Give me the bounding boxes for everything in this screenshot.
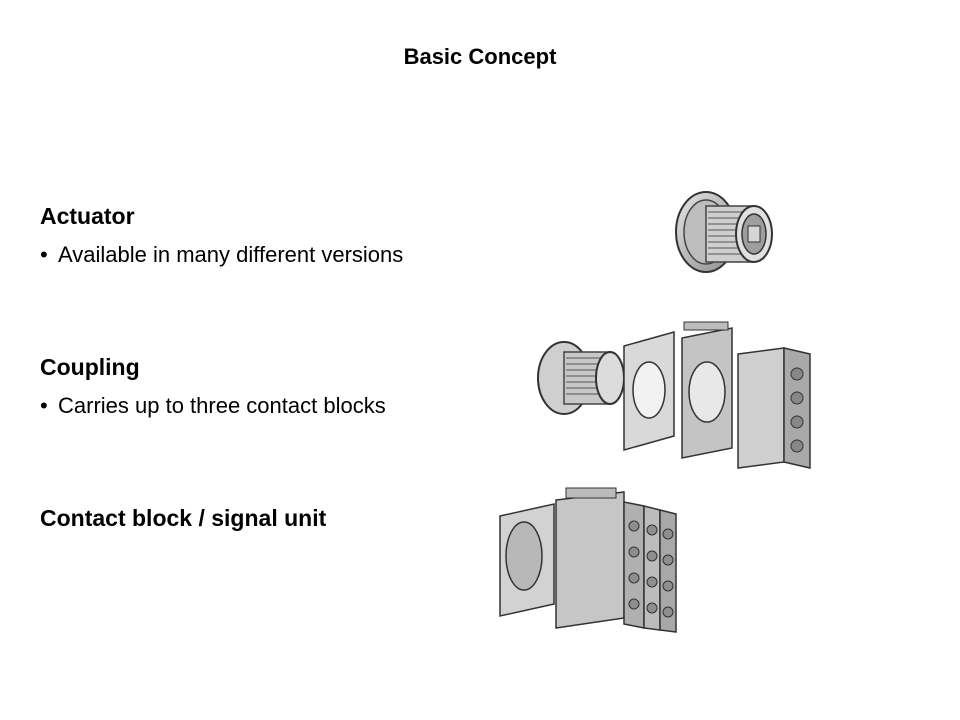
bullet-glyph: • [40, 242, 48, 267]
bullet-glyph: • [40, 393, 48, 418]
section-heading-actuator: Actuator [40, 203, 135, 229]
actuator-image [668, 186, 788, 276]
section-heading-coupling: Coupling [40, 354, 140, 380]
bullet-text: Available in many different versions [58, 242, 404, 267]
slide-title: Basic Concept [403, 44, 557, 69]
contact-block-assembly-image [494, 486, 684, 634]
bullet-item-actuator: • Available in many different versions [40, 242, 403, 268]
bullet-item-coupling: • Carries up to three contact blocks [40, 393, 386, 419]
section-heading-contact-block: Contact block / signal unit [40, 505, 327, 531]
bullet-text: Carries up to three contact blocks [58, 393, 386, 418]
coupling-exploded-image [534, 318, 819, 473]
